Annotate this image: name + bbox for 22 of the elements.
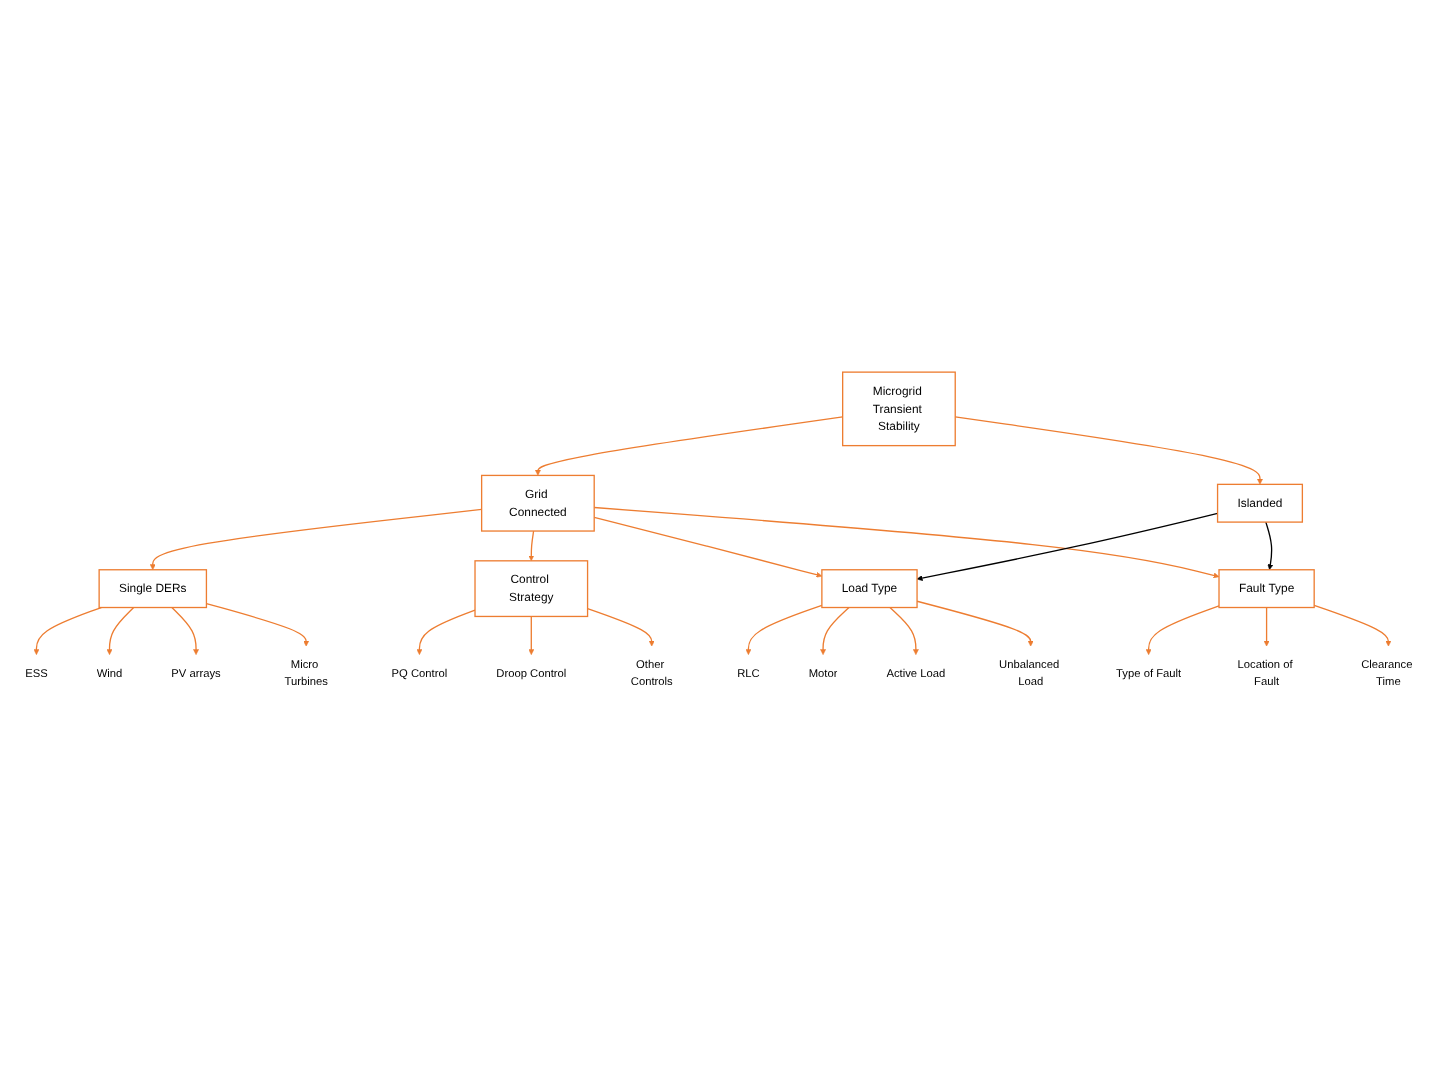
arrow (745, 604, 823, 655)
arrow (528, 530, 535, 562)
arrow (1263, 606, 1270, 647)
arrow (171, 606, 199, 655)
arrow (528, 615, 535, 655)
arrow (916, 512, 1219, 581)
arrow (1145, 605, 1220, 655)
arrow (149, 508, 483, 571)
arrow (820, 606, 850, 655)
arrow (889, 606, 919, 655)
arrow (593, 516, 823, 578)
arrow (954, 416, 1263, 485)
arrow (1265, 521, 1274, 571)
arrow (535, 416, 844, 476)
arrow (916, 600, 1034, 647)
arrow (416, 609, 476, 655)
arrow (33, 606, 103, 655)
arrow (1313, 604, 1392, 647)
arrow (593, 506, 1220, 579)
arrow (106, 606, 135, 655)
arrow (586, 607, 655, 647)
arrow (205, 602, 310, 647)
